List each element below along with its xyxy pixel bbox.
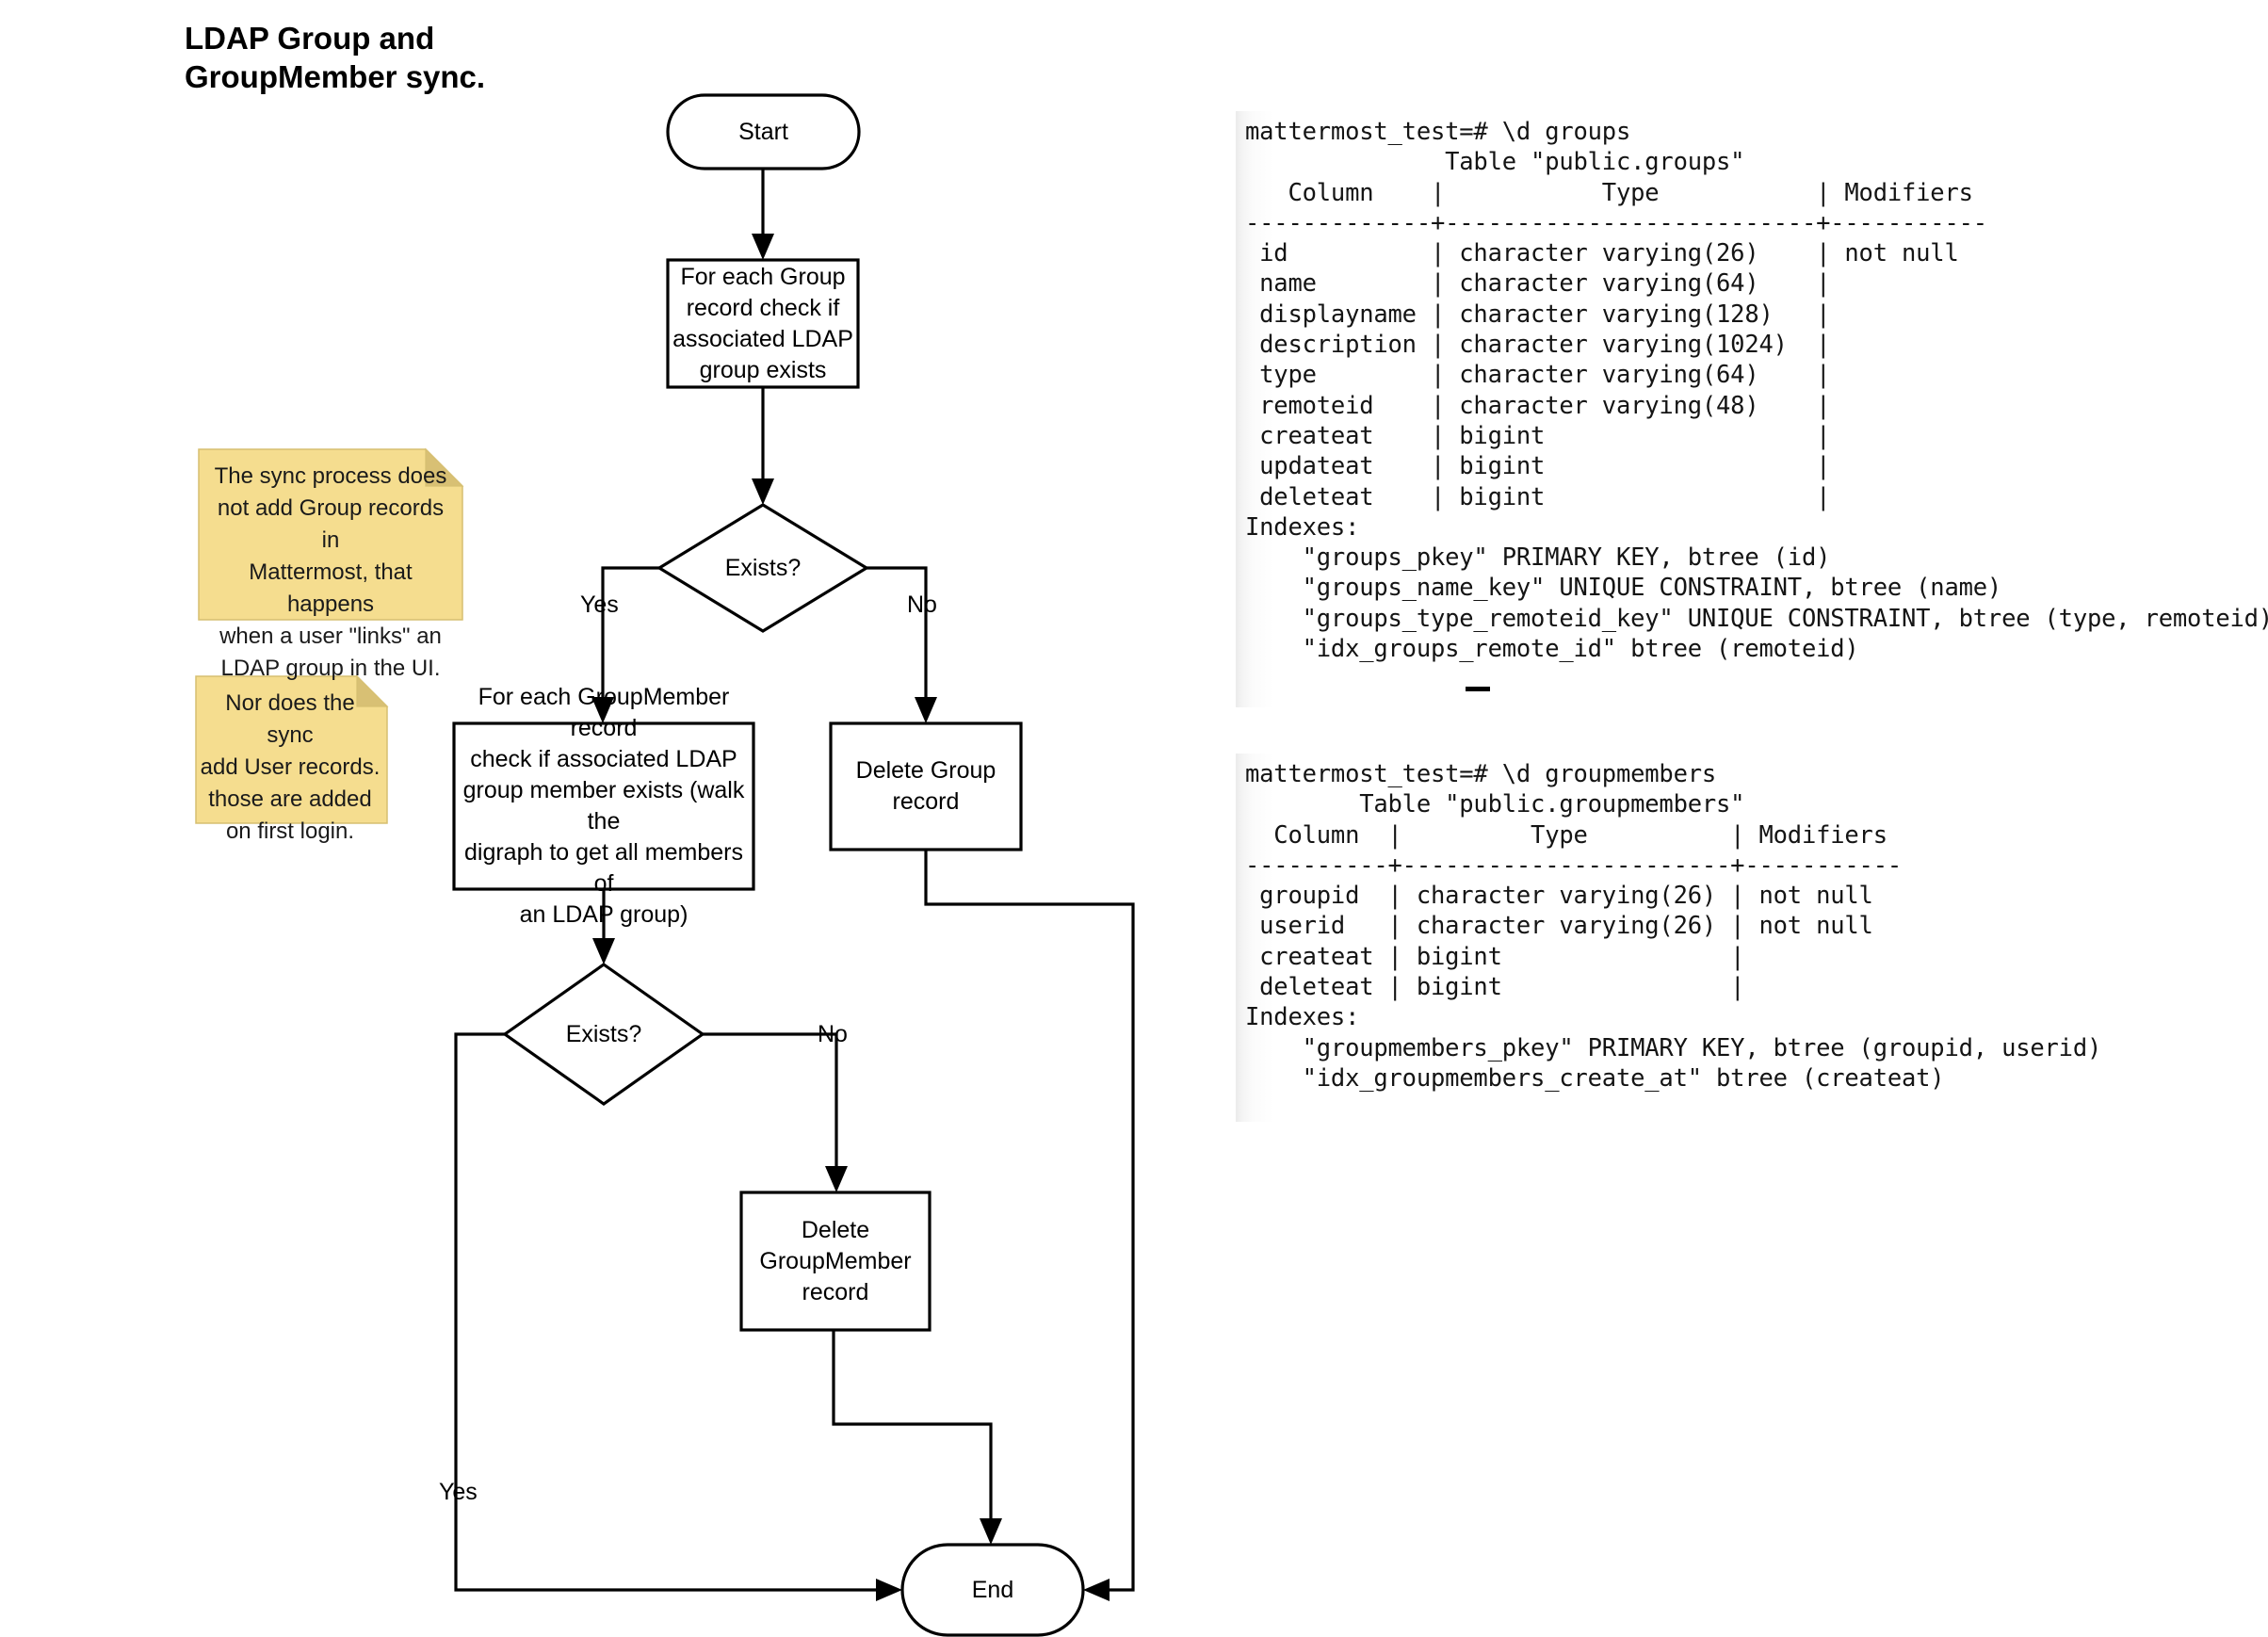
node-delete-group-shape[interactable]	[829, 721, 1023, 851]
edge-delete-groupmember-to-end	[832, 1330, 1002, 1545]
node-check-groupmember-shape[interactable]	[452, 721, 755, 891]
node-exists-group-shape[interactable]	[656, 503, 870, 633]
sticky-note-1-shape	[198, 447, 464, 621]
node-start-shape[interactable]	[666, 93, 861, 170]
terminal-output-groupmembers: mattermost_test=# \d groupmembers Table …	[1236, 754, 2101, 1123]
edge-delete-group-to-end	[924, 850, 1135, 1601]
node-end-shape[interactable]	[900, 1543, 1085, 1637]
terminal-cursor-dash	[1466, 687, 1490, 691]
edge-exists-groupmember-yes	[454, 1032, 902, 1601]
edge-exists-groupmember-no	[703, 1032, 848, 1192]
edge-start-to-check-group	[752, 169, 774, 260]
node-check-group-shape[interactable]	[666, 258, 860, 389]
node-delete-groupmember-shape[interactable]	[739, 1191, 932, 1332]
node-exists-groupmember-shape[interactable]	[502, 963, 705, 1106]
edge-exists-group-no	[867, 566, 937, 723]
edge-exists-group-yes	[591, 566, 659, 723]
page-title: LDAP Group and GroupMember sync.	[185, 21, 486, 95]
edge-check-groupmember-to-exists	[592, 889, 615, 964]
terminal-output-groups: mattermost_test=# \d groups Table "publi…	[1236, 111, 2268, 708]
sticky-note-2-shape	[195, 674, 389, 824]
edge-check-group-to-exists	[752, 387, 774, 505]
